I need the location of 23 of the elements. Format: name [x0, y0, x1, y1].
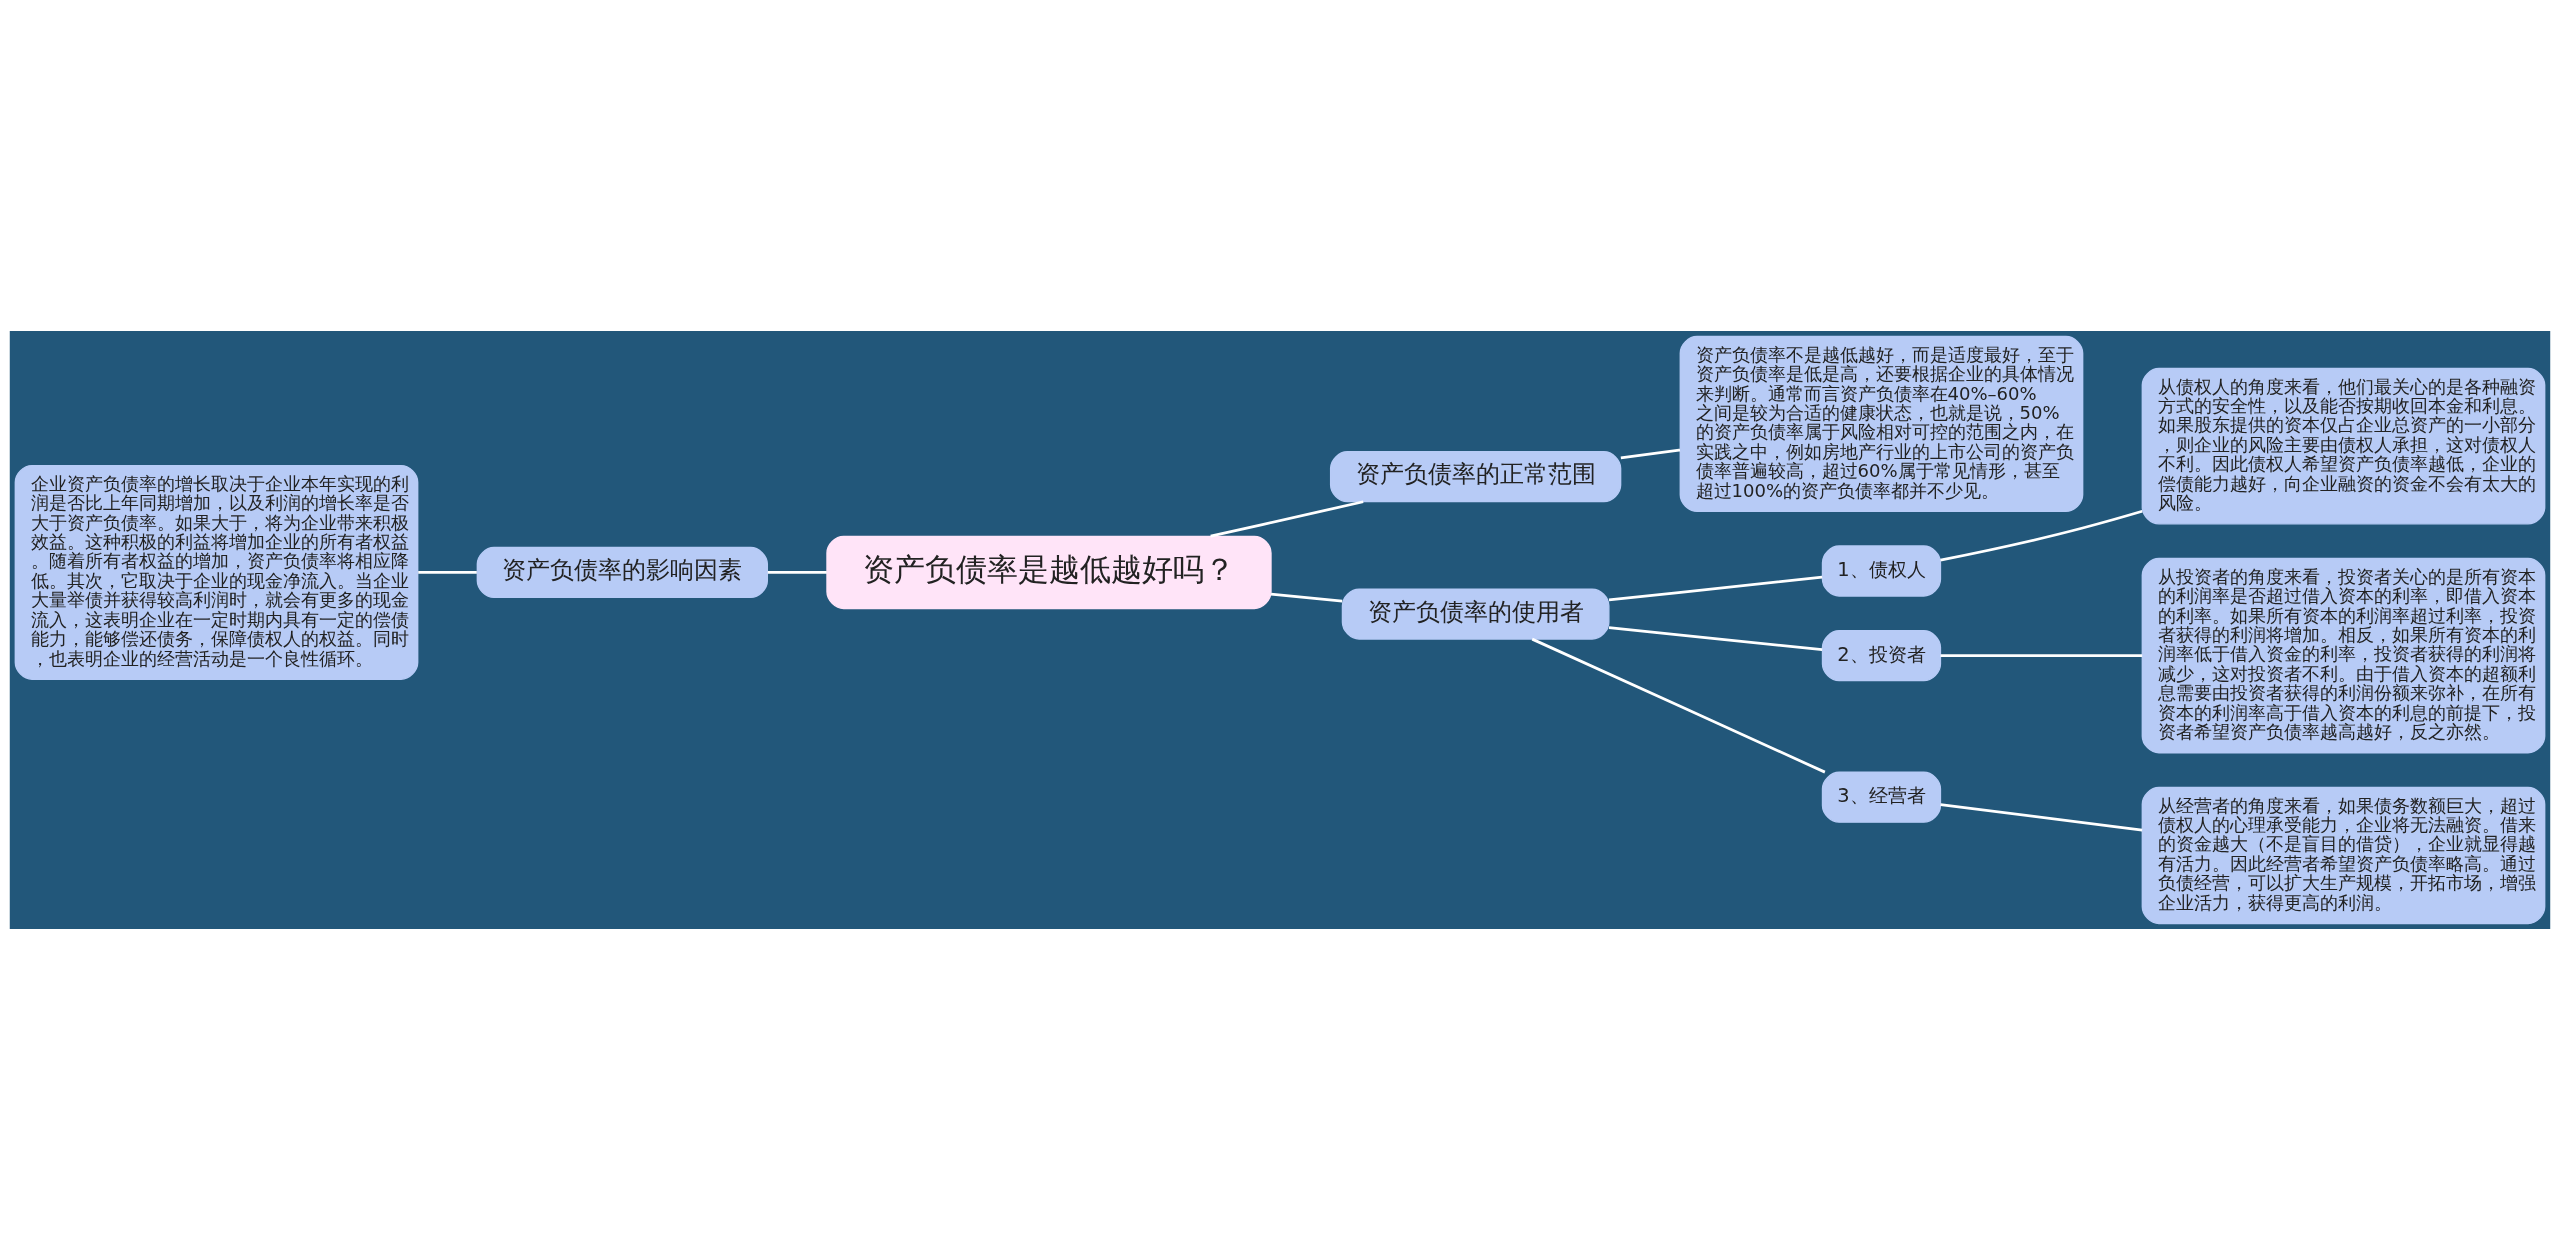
node-box: 资产负债率的影响因素 [476, 546, 769, 599]
connector [1940, 509, 2143, 562]
connector [767, 571, 827, 574]
connector [418, 571, 477, 574]
node-box: 资产负债率是越低越好吗？ [826, 535, 1272, 610]
connector [1620, 448, 1681, 460]
node-box: 从经营者的角度来看，如果债务数额巨大，超过债权人的心理承受能力，企业将无法融资。借来的资金越大（不是盲目的借贷），企业就显得越有活力。因此经营者希望资产负债率略高。通过负债经营，可以扩大生产规模，开拓市场，增强企业活力，获得更高的利润。 [2141, 786, 2546, 925]
connector [1940, 654, 2143, 658]
node-box: 3、经营者 [1821, 771, 1942, 823]
connector [1608, 626, 1823, 652]
connector [1940, 803, 2143, 832]
connector [1531, 637, 1826, 774]
node-box: 资产负债率的使用者 [1341, 588, 1610, 640]
connector [1210, 500, 1364, 538]
connector [1608, 575, 1823, 602]
node-box: 从债权人的角度来看，他们最关心的是各种融资方式的安全性，以及能否按期收回本金和利息。如果股东提供的资本仅占企业总资产的一小部分，则企业的风险主要由债权人承担，这对债权人不利。因此债权人希望资产负债率越低，企业的偿债能力越好，向企业融资的资金不会有太大的风险。 [2141, 367, 2546, 525]
node-box: 资产负债率不是越低越好，而是适度最好，至于资产负债率是低是高，还要根据企业的具体情况来判断。通常而言资产负债率在40%–60%之间是较为合适的健康状态，也就是说，50%的资产负债率属于风险相对可控的范围之内，在实践之中，例如房地产行业的上市公司的资产负债率普遍较高，超过60%属于常见情形，甚至超过100%的资产负债率都并不少见。 [1679, 335, 2084, 513]
node-box: 资产负债率的正常范围 [1329, 451, 1622, 503]
node-box: 2、投资者 [1821, 630, 1942, 682]
connector [1270, 592, 1343, 603]
node-box: 从投资者的角度来看，投资者关心的是所有资本的利润率是否超过借入资本的利率，即借入资本的利率。如果所有资本的利润率超过利率，投资者获得的利润将增加。相反，如果所有资本的利润率低于借入资金的利率，投资者获得的利润将减少，这对投资者不利。由于借入资本的超额利息需要由投资者获得的利润份额来弥补，在所有资本的利润率高于借入资本的利息的前提下，投资者希望资产负债率越高越好，反之亦然。 [2141, 557, 2546, 754]
node-box: 企业资产负债率的增长取决于企业本年实现的利润是否比上年同期增加，以及利润的增长率是否大于资产负债率。如果大于，将为企业带来积极效益。这种积极的利益将增加企业的所有者权益。随着所有者权益的增加，资产负债率将相应降低。其次，它取决于企业的现金净流入。当企业大量举债并获得较高利润时，就会有更多的现金流入，这表明企业在一定时期内具有一定的偿债能力，能够偿还债务，保障债权人的权益。同时，也表明企业的经营活动是一个良性循环。 [14, 464, 419, 680]
node-box: 1、债权人 [1821, 545, 1942, 597]
